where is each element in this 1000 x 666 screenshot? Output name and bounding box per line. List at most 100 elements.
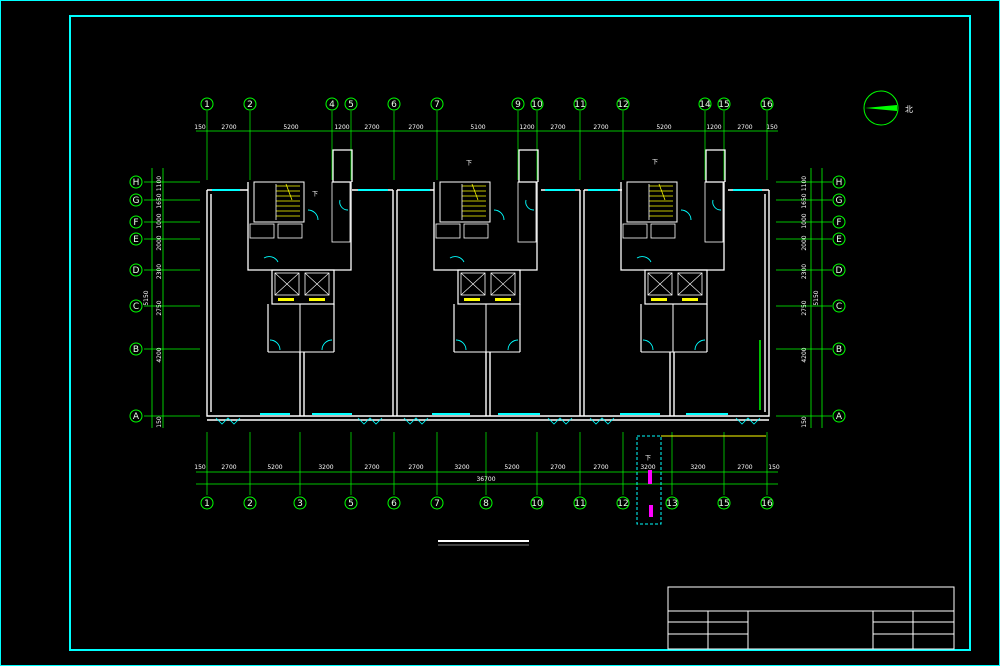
axis-left-H-label: H	[133, 178, 140, 188]
axis-bottom-10-label: 10	[531, 499, 543, 509]
axis-bottom-5: 5	[344, 496, 358, 510]
dim-top-3: 1200	[334, 124, 349, 131]
core-unit-2	[433, 149, 539, 353]
dim-right-5: 2750	[801, 300, 808, 315]
dim-bottom-13: 150	[768, 464, 780, 471]
dim-left-0: 1100	[156, 176, 163, 191]
axis-bottom-13-label: 13	[666, 499, 677, 509]
axis-top-16-label: 16	[761, 100, 773, 110]
dim-right-0: 1100	[801, 176, 808, 191]
dim-top-1: 2700	[221, 124, 236, 131]
axis-left-A: A	[129, 409, 143, 423]
axis-top-15: 15	[717, 97, 731, 111]
dim-bottom-2: 5200	[267, 464, 282, 471]
axis-right-H-label: H	[836, 178, 843, 188]
dim-right-7: 150	[801, 416, 808, 428]
dim-top-13: 150	[766, 124, 778, 131]
axis-top-15-label: 15	[718, 100, 729, 110]
axis-top-7: 7	[430, 97, 444, 111]
dim-bottom-3: 3200	[318, 464, 333, 471]
axis-top-11-label: 11	[574, 100, 585, 110]
axis-bottom-15-label: 15	[718, 499, 729, 509]
dim-bottom-10: 3200	[640, 464, 655, 471]
axis-bottom-6: 6	[387, 496, 401, 510]
dim-left-5: 2750	[156, 300, 163, 315]
dim-left-1: 1650	[156, 193, 163, 208]
axis-right-E: E	[832, 232, 846, 246]
stair-label-2: 下	[466, 160, 472, 167]
axis-bottom-1-label: 1	[204, 499, 210, 509]
axis-right-C-label: C	[836, 302, 842, 312]
axis-left-D-label: D	[133, 266, 140, 276]
axis-bottom-5-label: 5	[348, 499, 354, 509]
axis-top-10-label: 10	[531, 100, 543, 110]
dim-bottom-0: 150	[194, 464, 206, 471]
axis-bottom-2: 2	[243, 496, 257, 510]
dim-right-1: 1650	[801, 193, 808, 208]
dim-top-5: 2700	[408, 124, 423, 131]
stair-elevator-cores	[247, 149, 726, 353]
north-arrow: 北	[863, 90, 913, 126]
balcony-railings	[215, 417, 761, 425]
axis-top-9: 9	[511, 97, 525, 111]
axis-top-1: 1	[200, 97, 214, 111]
axis-top-12-label: 12	[617, 100, 628, 110]
axis-left-G-label: G	[133, 196, 140, 206]
axis-left-C-label: C	[133, 302, 139, 312]
dim-right-2: 1000	[801, 213, 808, 228]
axis-right-G-label: G	[836, 196, 843, 206]
axis-top-12: 12	[616, 97, 630, 111]
dimension-lines	[151, 130, 823, 485]
stair-label-1: 下	[312, 191, 318, 198]
dim-top-8: 2700	[550, 124, 565, 131]
inner-frame	[69, 15, 971, 651]
dim-left-7: 150	[156, 416, 163, 428]
axis-top-1-label: 1	[204, 100, 210, 110]
axis-top-11: 11	[573, 97, 587, 111]
axis-top-2: 2	[243, 97, 257, 111]
axis-right-A: A	[832, 409, 846, 423]
axis-left-E: E	[129, 232, 143, 246]
axis-bottom-13: 13	[665, 496, 679, 510]
axis-bottom-10: 10	[530, 496, 544, 510]
axis-left-A-label: A	[133, 412, 140, 422]
axis-bottom-11: 11	[573, 496, 587, 510]
axis-bottom-7-label: 7	[434, 499, 440, 509]
axis-bottom-15: 15	[717, 496, 731, 510]
exterior-stair-label: 下	[645, 455, 651, 462]
axis-bottom-8-label: 8	[483, 499, 489, 509]
dim-bottom-9: 2700	[593, 464, 608, 471]
exterior-stair: 下	[636, 435, 766, 525]
axis-right-B-label: B	[836, 345, 842, 355]
dim-top-0: 150	[194, 124, 206, 131]
axis-bottom-16: 16	[760, 496, 774, 510]
axis-left-H: H	[129, 175, 143, 189]
dim-bottom-7: 5200	[504, 464, 519, 471]
dim-bottom-1: 2700	[221, 464, 236, 471]
dim-top-2: 5200	[283, 124, 298, 131]
dim-left-4: 2300	[156, 264, 163, 279]
axis-left-F: F	[129, 215, 143, 229]
total-width-dimension: 36700	[476, 476, 495, 483]
dim-right-4: 2300	[801, 264, 808, 279]
stair-label-3: 下	[652, 159, 658, 166]
axis-left-G: G	[129, 193, 143, 207]
axis-right-F-label: F	[836, 218, 841, 228]
axis-bottom-12-label: 12	[617, 499, 628, 509]
dim-bottom-11: 3200	[690, 464, 705, 471]
dim-bottom-8: 2700	[550, 464, 565, 471]
left-total-dimension: 5150	[143, 290, 150, 305]
axis-right-F: F	[832, 215, 846, 229]
axis-bottom-3: 3	[293, 496, 307, 510]
axis-top-10: 10	[530, 97, 544, 111]
axis-bottom-11-label: 11	[574, 499, 585, 509]
title-block	[667, 586, 955, 650]
core-unit-3	[620, 149, 726, 353]
dim-bottom-6: 3200	[454, 464, 469, 471]
dim-top-12: 2700	[737, 124, 752, 131]
